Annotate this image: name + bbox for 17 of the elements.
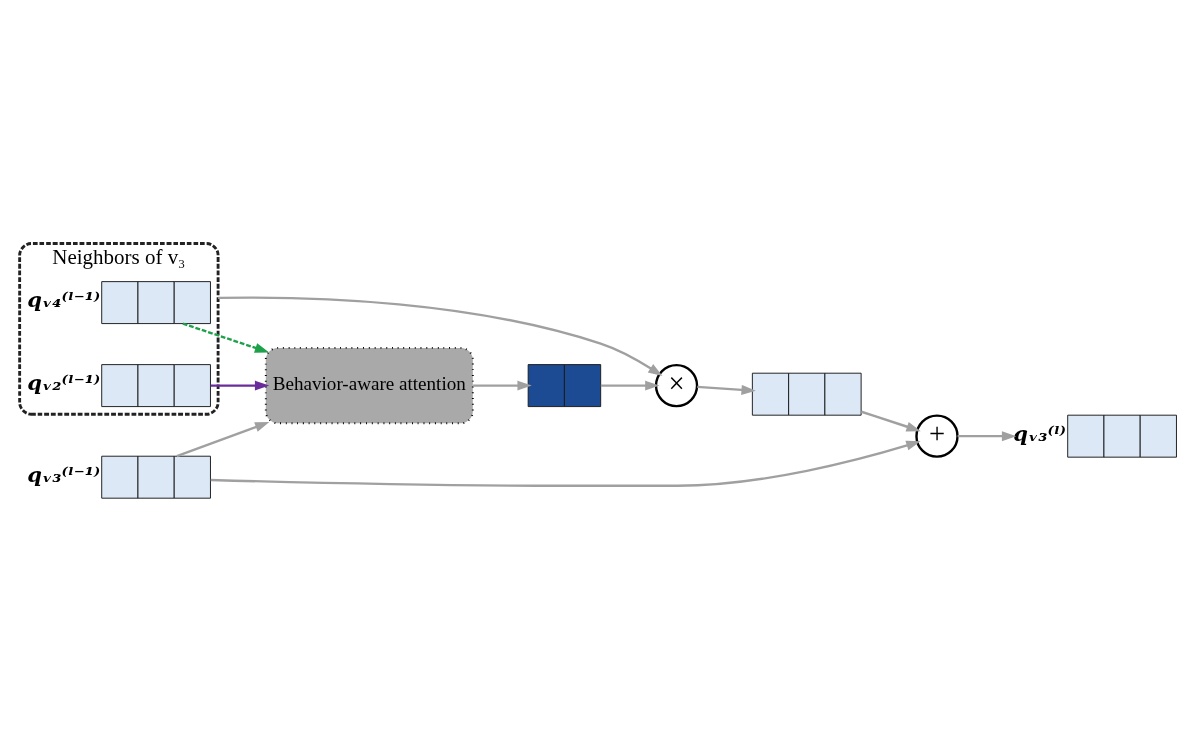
arrow xyxy=(218,295,663,376)
arrow xyxy=(861,410,921,431)
node-label: qᵥ₄⁽ˡ⁻¹⁾ xyxy=(27,286,101,312)
node-label: qᵥ₂⁽ˡ⁻¹⁾ xyxy=(27,369,101,395)
node-circle: + xyxy=(915,413,959,458)
node-box: Behavior-aware attention xyxy=(264,346,474,424)
node-label: qᵥ₃⁽ˡ⁻¹⁾ xyxy=(27,461,101,487)
arrow xyxy=(210,440,921,487)
arrow xyxy=(210,380,270,391)
arrow xyxy=(957,430,1017,441)
arrow xyxy=(600,380,660,391)
arrow xyxy=(176,421,270,457)
arrow xyxy=(473,380,532,391)
arrow xyxy=(697,384,756,395)
node-label: qᵥ₃⁽ˡ⁾ xyxy=(1013,420,1067,446)
node-circle: × xyxy=(654,363,699,407)
arrow xyxy=(182,322,270,353)
